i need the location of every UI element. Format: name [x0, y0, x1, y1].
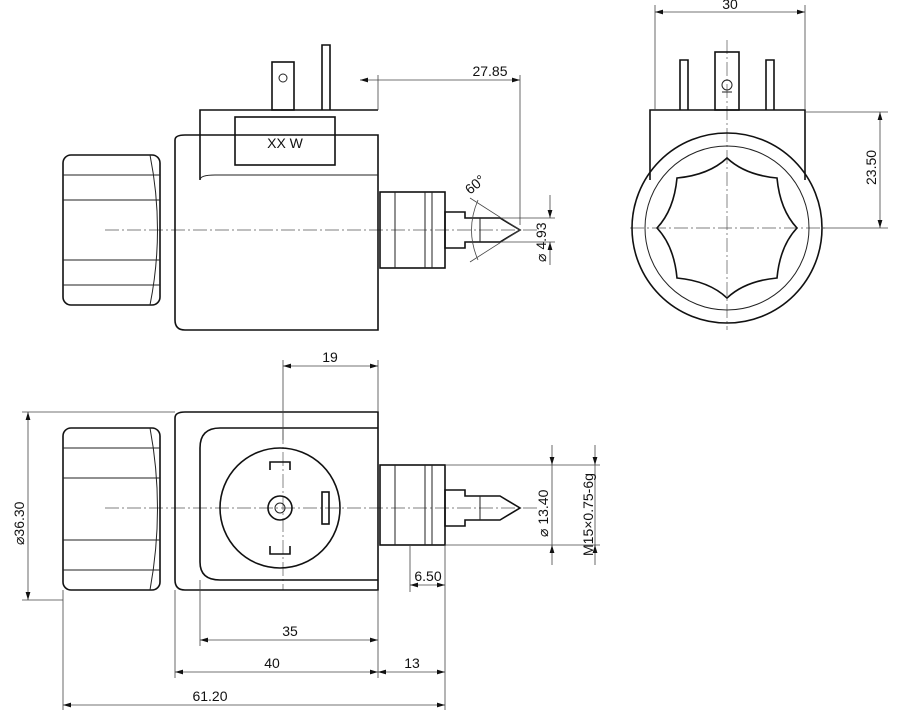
- dim-thread: M15×0.75-6g: [580, 473, 596, 556]
- dim-19: 19: [322, 349, 338, 365]
- dim-35: 35: [282, 623, 298, 639]
- dim-dia-13-40: ⌀ 13.40: [535, 489, 551, 537]
- end-view: 30 23.50: [630, 0, 888, 330]
- dim-40: 40: [264, 655, 280, 671]
- dim-6-50: 6.50: [414, 568, 441, 584]
- rating-label-box: [234, 116, 336, 166]
- side-view: XX W 27.85 60° ⌀ 4.93: [62, 44, 555, 331]
- rating-label: XX W: [267, 135, 304, 151]
- dim-27-85: 27.85: [472, 63, 507, 79]
- dim-30: 30: [722, 0, 738, 12]
- dim-angle-60: 60°: [462, 171, 489, 197]
- dim-dia-36-30: ⌀36.30: [11, 501, 27, 545]
- dim-23-50: 23.50: [863, 150, 879, 185]
- dim-61-20: 61.20: [192, 688, 227, 704]
- plan-view: 19 ⌀36.30 ⌀ 13.40 M15×0.75-6g 6.50 35 40…: [11, 349, 600, 710]
- dim-13: 13: [404, 655, 420, 671]
- dim-dia-4-93: ⌀ 4.93: [533, 222, 549, 262]
